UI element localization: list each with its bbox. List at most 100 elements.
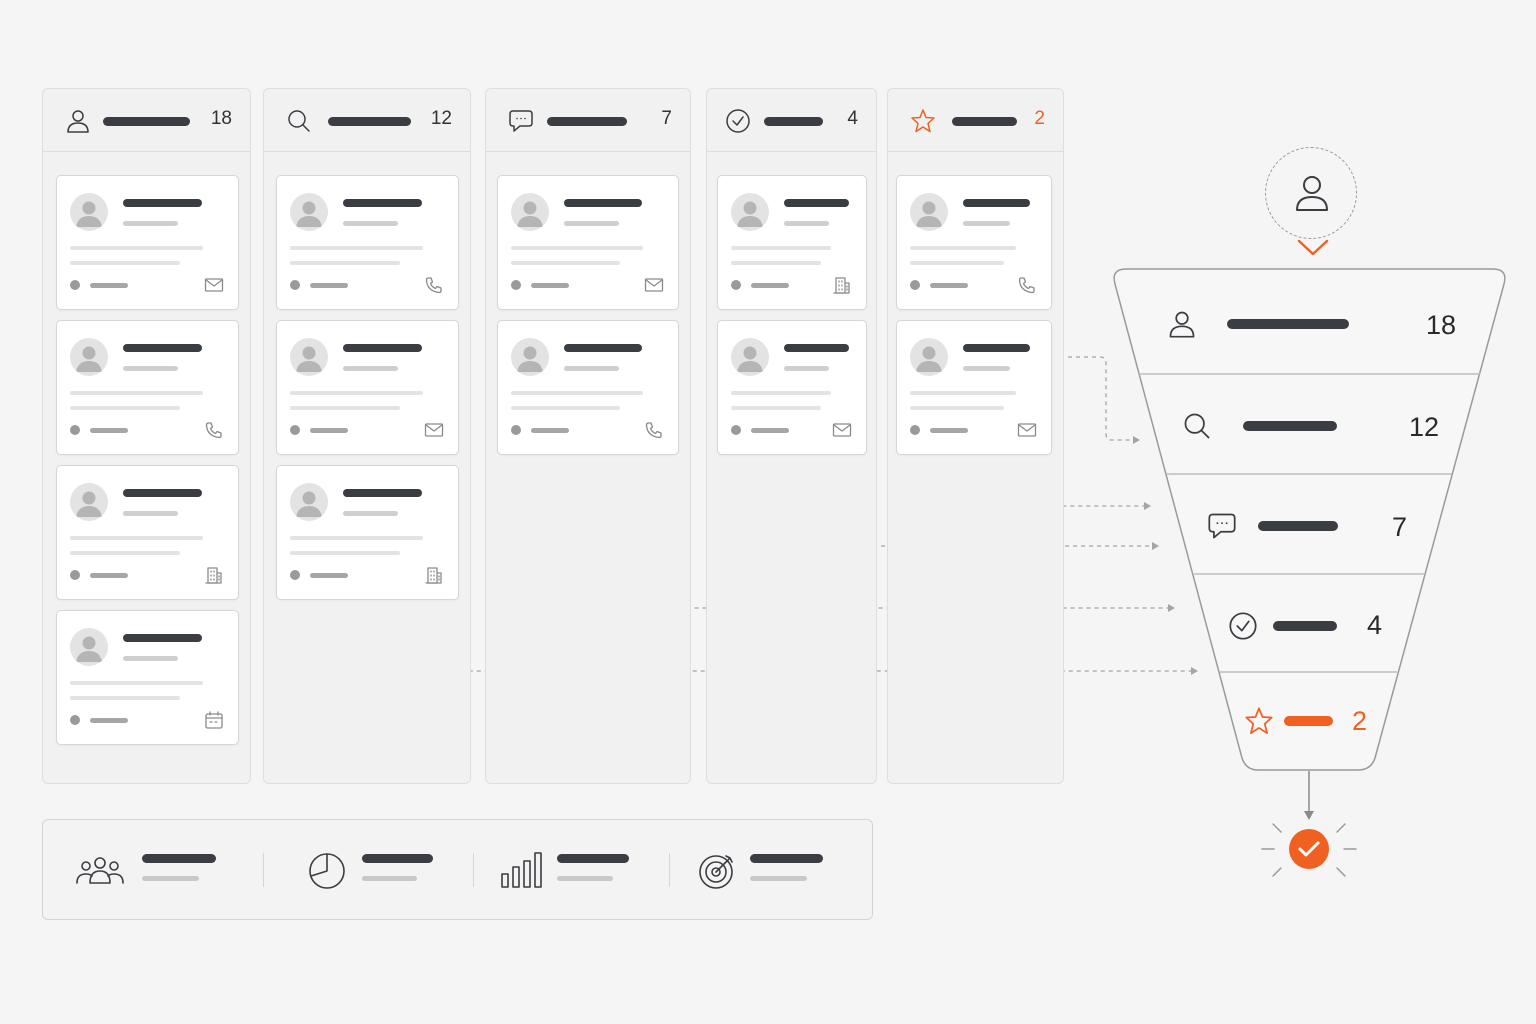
funnel-stage-approved[interactable]: 4 — [0, 594, 1536, 658]
status-tag-placeholder — [531, 283, 569, 288]
status-tag-placeholder — [90, 573, 128, 578]
contact-card[interactable] — [56, 465, 239, 600]
contact-name-placeholder — [123, 344, 202, 352]
building-icon[interactable] — [832, 276, 852, 294]
stat-label-placeholder — [142, 854, 216, 863]
contact-role-placeholder — [343, 221, 398, 226]
funnel-stage-contacted[interactable]: 7 — [0, 494, 1536, 558]
contact-detail-line — [70, 406, 180, 410]
funnel-stage-won[interactable]: 2 — [0, 689, 1536, 753]
contact-card[interactable] — [276, 175, 459, 310]
stat-share[interactable] — [264, 820, 472, 919]
contact-card[interactable] — [276, 320, 459, 455]
avatar — [731, 338, 769, 376]
contact-detail-line — [910, 246, 1016, 250]
phone-icon[interactable] — [204, 421, 224, 439]
mail-icon[interactable] — [204, 276, 224, 294]
avatar — [70, 628, 108, 666]
contact-card[interactable] — [56, 320, 239, 455]
funnel-stage-label-placeholder — [1258, 521, 1338, 531]
mail-icon[interactable] — [424, 421, 444, 439]
funnel-stage-label-placeholder — [1273, 621, 1337, 631]
chat-icon — [508, 108, 534, 134]
contact-name-placeholder — [564, 199, 642, 207]
stat-growth[interactable] — [474, 820, 668, 919]
contact-role-placeholder — [123, 221, 178, 226]
stats-divider — [263, 853, 264, 887]
contact-card[interactable] — [717, 175, 867, 310]
contact-detail-line — [511, 261, 620, 265]
contact-detail-line — [731, 391, 831, 395]
contact-name-placeholder — [343, 489, 422, 497]
contact-detail-line — [70, 536, 203, 540]
column-count: 12 — [430, 108, 452, 129]
bar-chart-icon — [496, 850, 550, 890]
stat-sub-placeholder — [142, 876, 199, 881]
avatar — [511, 193, 549, 231]
contact-detail-line — [731, 406, 821, 410]
column-header[interactable]: 4 — [707, 89, 876, 152]
contact-name-placeholder — [343, 344, 422, 352]
mail-icon[interactable] — [644, 276, 664, 294]
funnel-stage-leads[interactable]: 18 — [0, 292, 1536, 356]
contact-detail-line — [70, 246, 203, 250]
building-icon[interactable] — [424, 566, 444, 584]
stat-goal[interactable] — [670, 820, 872, 919]
contact-detail-line — [290, 536, 423, 540]
status-dot — [511, 425, 521, 435]
status-dot — [910, 280, 920, 290]
avatar — [511, 338, 549, 376]
column-title-placeholder — [547, 117, 627, 126]
column-title-placeholder — [764, 117, 823, 126]
contact-card[interactable] — [56, 610, 239, 745]
funnel-stage-count: 12 — [1409, 412, 1440, 442]
contact-card[interactable] — [497, 175, 679, 310]
contact-name-placeholder — [784, 199, 849, 207]
funnel-stage-label-placeholder — [1243, 421, 1337, 431]
contact-card[interactable] — [896, 320, 1052, 455]
column-count: 2 — [1034, 108, 1045, 129]
mail-icon[interactable] — [1017, 421, 1037, 439]
contact-card[interactable] — [276, 465, 459, 600]
status-tag-placeholder — [90, 718, 128, 723]
avatar — [910, 338, 948, 376]
contact-name-placeholder — [123, 634, 202, 642]
contact-detail-line — [511, 246, 643, 250]
contact-card[interactable] — [497, 320, 679, 455]
funnel-stage-qualified[interactable]: 12 — [0, 394, 1536, 458]
contact-detail-line — [731, 261, 821, 265]
contact-role-placeholder — [123, 656, 178, 661]
stat-label-placeholder — [557, 854, 629, 863]
column-title-placeholder — [952, 117, 1017, 126]
contact-card[interactable] — [717, 320, 867, 455]
column-title-placeholder — [103, 117, 190, 126]
stat-team[interactable] — [43, 820, 263, 919]
contact-detail-line — [511, 406, 620, 410]
contact-card[interactable] — [896, 175, 1052, 310]
star-icon — [1244, 706, 1274, 736]
contact-detail-line — [290, 551, 400, 555]
contact-detail-line — [70, 681, 203, 685]
check-circle-icon — [1228, 611, 1258, 641]
column-header[interactable]: 2 — [888, 89, 1063, 152]
calendar-icon[interactable] — [204, 711, 224, 729]
status-tag-placeholder — [310, 283, 348, 288]
building-icon[interactable] — [204, 566, 224, 584]
contact-detail-line — [70, 696, 180, 700]
contact-detail-line — [910, 261, 1004, 265]
contact-detail-line — [70, 391, 203, 395]
column-header[interactable]: 7 — [486, 89, 690, 152]
phone-icon[interactable] — [644, 421, 664, 439]
stat-sub-placeholder — [557, 876, 613, 881]
pie-chart-icon — [298, 850, 352, 890]
phone-icon[interactable] — [1017, 276, 1037, 294]
contact-role-placeholder — [963, 366, 1010, 371]
contact-role-placeholder — [963, 221, 1010, 226]
status-dot — [731, 425, 741, 435]
contact-card[interactable] — [56, 175, 239, 310]
column-header[interactable]: 12 — [264, 89, 470, 152]
mail-icon[interactable] — [832, 421, 852, 439]
column-header[interactable]: 18 — [43, 89, 250, 152]
phone-icon[interactable] — [424, 276, 444, 294]
contact-role-placeholder — [564, 221, 619, 226]
